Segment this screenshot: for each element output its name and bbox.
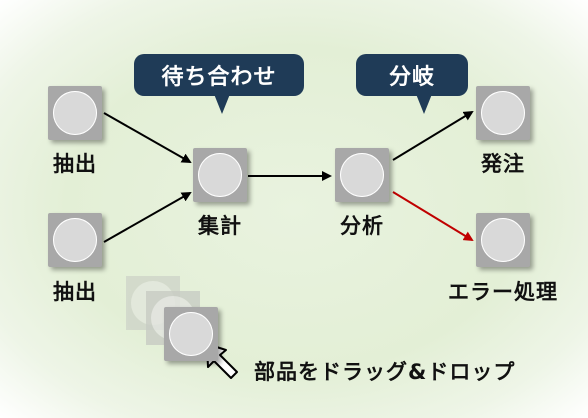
wait-callout-tail bbox=[214, 94, 230, 114]
node-aggregate-label: 集計 bbox=[198, 214, 242, 238]
branch-callout: 分岐 bbox=[356, 54, 468, 114]
edge-extract1-aggregate bbox=[103, 112, 192, 163]
node-extract-1-label: 抽出 bbox=[53, 152, 97, 176]
node-analyze[interactable] bbox=[335, 148, 389, 202]
node-aggregate[interactable] bbox=[193, 148, 247, 202]
wait-callout-label: 待ち合わせ bbox=[161, 65, 277, 90]
branch-callout-tail bbox=[416, 94, 432, 114]
node-extract-2-label: 抽出 bbox=[53, 280, 97, 304]
edge-analyze-error bbox=[392, 191, 474, 242]
branch-callout-label: 分岐 bbox=[388, 65, 435, 90]
node-circle-icon bbox=[169, 312, 213, 356]
node-extract-2[interactable] bbox=[48, 213, 102, 267]
node-order[interactable] bbox=[476, 86, 530, 140]
drag-hint-text: 部品をドラッグ&ドロップ bbox=[254, 360, 516, 384]
node-circle-icon bbox=[481, 91, 525, 135]
edge-analyze-order bbox=[392, 110, 474, 161]
node-error-handling[interactable] bbox=[476, 213, 530, 267]
node-extract-1[interactable] bbox=[48, 86, 102, 140]
node-analyze-label: 分析 bbox=[340, 214, 384, 238]
node-circle-icon bbox=[198, 153, 242, 197]
node-order-label: 発注 bbox=[481, 152, 525, 176]
drag-part[interactable] bbox=[164, 307, 218, 361]
edge-extract2-aggregate bbox=[103, 192, 192, 243]
node-circle-icon bbox=[340, 153, 384, 197]
node-error-handling-label: エラー処理 bbox=[448, 280, 558, 304]
node-circle-icon bbox=[53, 91, 97, 135]
node-circle-icon bbox=[481, 218, 525, 262]
node-circle-icon bbox=[53, 218, 97, 262]
wait-callout: 待ち合わせ bbox=[134, 54, 304, 114]
